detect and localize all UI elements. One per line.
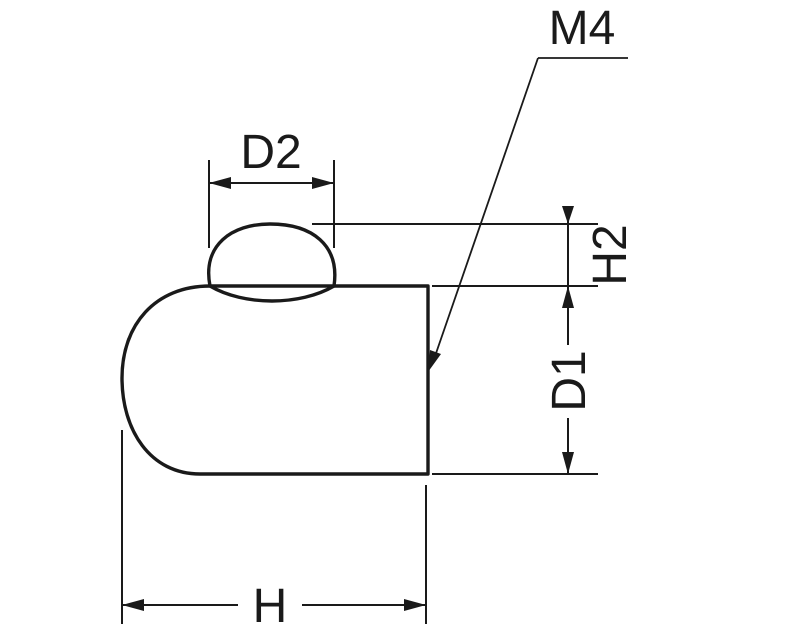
- h-dimension: H: [121, 430, 427, 627]
- part-outline: [120, 222, 430, 476]
- h-label: H: [253, 580, 288, 627]
- m4-callout: M4: [428, 2, 628, 372]
- h2-dimension: H2: [312, 206, 637, 287]
- d1-dimension: D1: [432, 286, 598, 475]
- body-outline: [120, 284, 430, 476]
- h-arrow-right: [404, 599, 426, 611]
- m4-leader-arrow: [428, 350, 441, 372]
- d1-label: D1: [543, 350, 596, 411]
- dome-cap-outline: [207, 222, 337, 303]
- d2-dimension: D2: [208, 126, 335, 248]
- d2-arrow-right: [312, 177, 334, 189]
- m4-leader-line: [432, 57, 539, 363]
- d1-arrow-bottom: [562, 452, 574, 474]
- m4-label: M4: [549, 2, 616, 55]
- h2-label: H2: [584, 224, 637, 285]
- h-arrow-left: [122, 599, 144, 611]
- d1-arrow-top: [562, 286, 574, 308]
- d2-arrow-left: [209, 177, 231, 189]
- d2-label: D2: [240, 126, 301, 179]
- h2-arrow-top: [562, 206, 574, 224]
